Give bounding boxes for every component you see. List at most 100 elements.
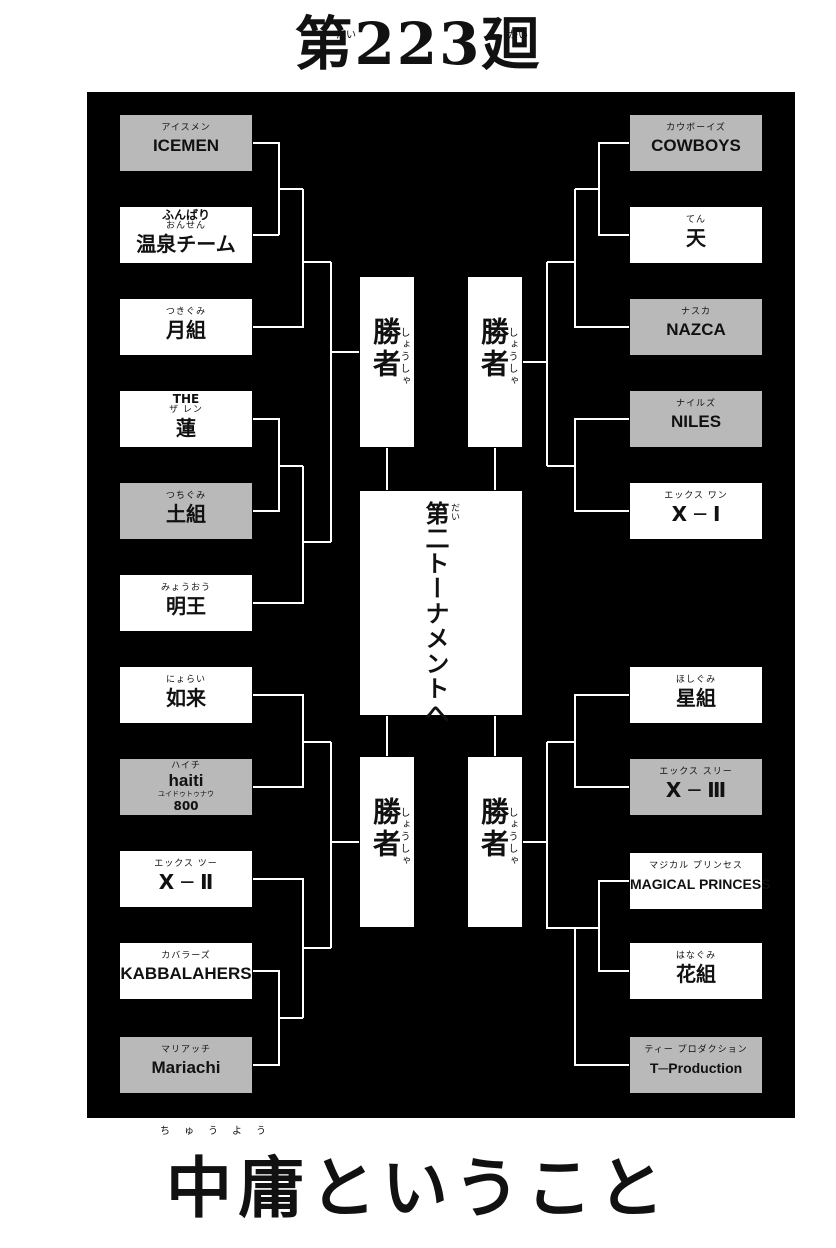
bracket-line bbox=[598, 189, 629, 236]
team-furigana: つきぐみ bbox=[165, 307, 207, 317]
bracket-line bbox=[574, 466, 629, 512]
winner-box-top-left: 勝者 しょうしゃ bbox=[359, 276, 415, 448]
chapter-title: 第223廻 だい かい bbox=[0, 12, 836, 76]
team-furigana: エックス スリー bbox=[659, 767, 733, 777]
team-box-right-0: カウボーイズ COWBOYS bbox=[629, 114, 763, 172]
team-furigana: マリアッチ bbox=[160, 1045, 211, 1055]
team-furigana: カバラーズ bbox=[161, 951, 211, 961]
team-furigana: おんせん bbox=[165, 221, 206, 231]
team-prefix: ふんばり bbox=[161, 208, 210, 222]
team-box-right-5: ほしぐみ星組 bbox=[629, 666, 763, 724]
winner-label: 勝者 bbox=[369, 317, 402, 381]
bracket-line bbox=[253, 970, 303, 1019]
team-furigana: ザ レン bbox=[169, 405, 203, 415]
team-name: ICEMEN bbox=[152, 136, 220, 155]
team-name: X ─ Ⅰ bbox=[671, 502, 721, 526]
team-name: NILES bbox=[670, 412, 722, 431]
winner-label: 勝者 bbox=[477, 797, 510, 861]
winner-label: 勝者 bbox=[477, 317, 510, 381]
team-name: 如来 bbox=[166, 686, 206, 710]
team-name: haiti bbox=[168, 771, 204, 790]
team-furigana: はなぐみ bbox=[675, 951, 717, 961]
subtitle-ruby: ちゅうよう bbox=[160, 1126, 280, 1137]
team-name: MAGICAL PRINCESS bbox=[630, 876, 771, 892]
team-furigana: にょらい bbox=[165, 675, 206, 685]
team-furigana: ティー プロダクション bbox=[644, 1045, 748, 1055]
team-box-right-7: マジカル プリンセス MAGICAL PRINCESS bbox=[629, 852, 771, 910]
team-furigana: みょうおう bbox=[160, 583, 211, 593]
team-box-right-3: ナイルズ NILES bbox=[629, 390, 763, 448]
second-tournament-ruby: だい bbox=[449, 503, 459, 521]
bracket-line bbox=[547, 189, 576, 263]
bracket-line bbox=[253, 262, 304, 328]
team-name: 花組 bbox=[676, 962, 716, 986]
team-furigana: ナイルズ bbox=[675, 399, 716, 409]
bracket-line bbox=[547, 694, 629, 743]
bracket-line bbox=[575, 142, 629, 190]
team-box-left-2: つきぐみ月組 bbox=[119, 298, 253, 356]
bracket-line bbox=[330, 262, 359, 353]
team-name: 蓮 bbox=[176, 416, 196, 440]
chapter-ruby-kai: かい bbox=[508, 30, 528, 41]
team-name: Mariachi bbox=[151, 1058, 221, 1077]
winner-box-top-right: 勝者 しょうしゃ bbox=[467, 276, 523, 448]
team-furigana: アイスメン bbox=[161, 123, 211, 133]
team-name: 星組 bbox=[676, 686, 716, 710]
team-name: X ─ Ⅱ bbox=[158, 870, 214, 894]
winner-label: 勝者 bbox=[369, 797, 402, 861]
team-name: COWBOYS bbox=[651, 136, 741, 155]
chapter-subtitle: 中庸ということ bbox=[166, 1149, 670, 1227]
team-name: NAZCA bbox=[666, 320, 726, 339]
team-name: 土組 bbox=[166, 502, 206, 526]
winner-ruby: しょうしゃ bbox=[506, 327, 517, 387]
team-prefix: THE bbox=[172, 392, 200, 406]
bracket-line bbox=[253, 694, 331, 743]
bracket-line bbox=[302, 189, 331, 263]
team-furigana: てん bbox=[685, 215, 706, 225]
chapter-ruby-dai: だい bbox=[336, 30, 356, 41]
team-furigana: マジカル プリンセス bbox=[649, 861, 743, 871]
bracket-line bbox=[253, 742, 304, 788]
bracket-line bbox=[253, 878, 304, 948]
winner-ruby: しょうしゃ bbox=[398, 327, 409, 387]
team-name: 月組 bbox=[166, 318, 206, 342]
bracket-line bbox=[546, 742, 575, 929]
team-furigana: エックス ツー bbox=[154, 859, 218, 869]
team-name: 明王 bbox=[166, 594, 206, 618]
team-furigana: ほしぐみ bbox=[675, 675, 717, 685]
team-box-left-5: みょうおう明王 bbox=[119, 574, 253, 632]
bracket-line bbox=[575, 880, 629, 929]
winner-box-bottom-right: 勝者 しょうしゃ bbox=[467, 756, 523, 928]
chapter-title-text: 第223廻 bbox=[294, 10, 542, 78]
team-furigana: カウボーイズ bbox=[666, 123, 726, 133]
bracket-line bbox=[302, 466, 331, 543]
bracket-line bbox=[253, 142, 303, 190]
bracket-line bbox=[253, 1018, 280, 1066]
bracket-line bbox=[547, 418, 629, 467]
team-box-left-4: つちぐみ土組 bbox=[119, 482, 253, 540]
bracket-line bbox=[574, 262, 629, 328]
team-name: 温泉チーム bbox=[136, 232, 236, 256]
team-box-left-6: にょらい如来 bbox=[119, 666, 253, 724]
team-box-right-8: はなぐみ花組 bbox=[629, 942, 763, 1000]
team-name: 天 bbox=[686, 226, 706, 250]
team-box-left-0: アイスメン ICEMEN bbox=[119, 114, 253, 172]
team-box-left-1: ふんばりおんせん温泉チーム bbox=[119, 206, 253, 264]
team-subtext: ユイドゥトゥナウ bbox=[158, 790, 214, 798]
bracket-line bbox=[302, 947, 331, 1018]
bracket-line bbox=[253, 466, 280, 512]
team-box-left-10: マリアッチ Mariachi bbox=[119, 1036, 253, 1094]
team-name: X ─ Ⅲ bbox=[665, 778, 727, 802]
team-furigana: つちぐみ bbox=[165, 491, 207, 501]
second-tournament-label: 第二トーナメントへ bbox=[421, 501, 449, 726]
winner-ruby: しょうしゃ bbox=[506, 807, 517, 867]
